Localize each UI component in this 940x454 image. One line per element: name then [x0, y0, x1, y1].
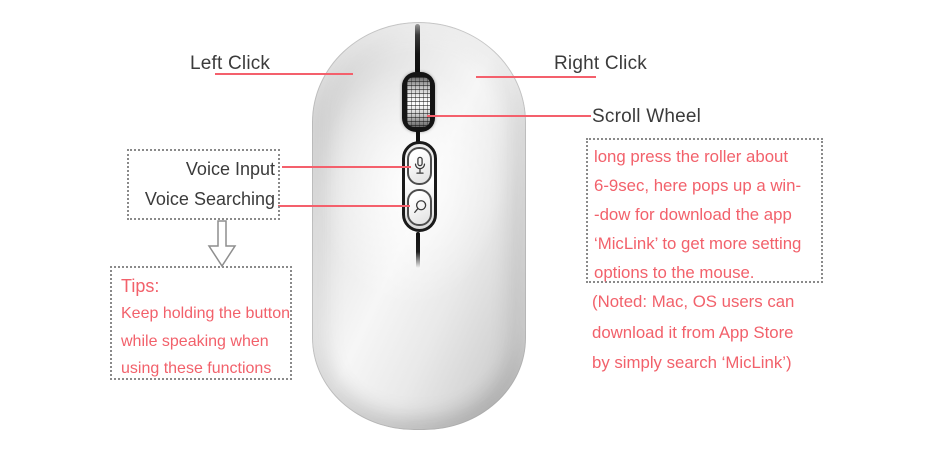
voice-searching-label: Voice Searching	[144, 188, 275, 209]
tips-line: using these functions	[121, 360, 272, 377]
right-click-pointer-line	[476, 76, 596, 78]
left-click-pointer-line	[215, 73, 353, 75]
long-press-info-box: long press the roller about 6-9sec, here…	[586, 138, 823, 283]
down-arrow-icon	[205, 220, 239, 268]
scroll-wheel	[407, 77, 430, 127]
note-line: (Noted: Mac, OS users can	[592, 292, 795, 311]
info-line: long press the roller about	[594, 147, 789, 166]
voice-search-button	[407, 189, 432, 226]
scroll-wheel-pointer-line	[427, 115, 591, 117]
info-line: 6-9sec, here pops up a win-	[594, 176, 802, 195]
info-line: -dow for download the app	[594, 205, 792, 224]
right-click-label: Right Click	[554, 53, 647, 74]
scroll-wheel-label: Scroll Wheel	[592, 106, 702, 127]
tips-title: Tips:	[121, 276, 160, 296]
voice-functions-box: Voice Input Voice Searching	[127, 149, 280, 220]
tips-line: Keep holding the button	[121, 305, 291, 322]
tips-box: Tips: Keep holding the button while spea…	[110, 266, 292, 380]
search-icon	[411, 198, 429, 217]
note-line: download it from App Store	[592, 322, 794, 342]
note-line: by simply search ‘MicLink’)	[592, 353, 792, 372]
mouse-button-seam	[415, 24, 420, 74]
voice-input-label: Voice Input	[185, 159, 275, 180]
info-line: options to the mouse.	[594, 263, 755, 282]
voice-search-pointer-line	[278, 205, 410, 207]
microphone-icon	[411, 155, 429, 177]
mouse-center-seam-lower	[416, 232, 420, 268]
note-block: (Noted: Mac, OS users can download it fr…	[592, 287, 794, 379]
tips-line: while speaking when	[121, 332, 269, 350]
left-click-label: Left Click	[190, 53, 271, 74]
voice-input-pointer-line	[282, 166, 411, 168]
info-line: ‘MicLink’ to get more setting	[594, 234, 802, 253]
mouse-center-seam-upper	[416, 130, 420, 143]
